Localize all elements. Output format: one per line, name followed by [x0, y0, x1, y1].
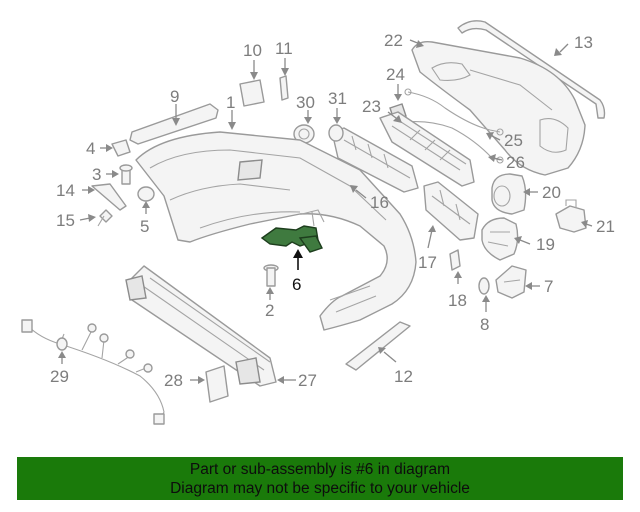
callout-22: 22	[384, 31, 403, 50]
part-info-banner: Part or sub-assembly is #6 in diagram Di…	[17, 457, 623, 500]
callout-27: 27	[298, 371, 317, 390]
callout-8: 8	[480, 315, 489, 334]
callout-7: 7	[544, 277, 553, 296]
part-10-plate	[239, 79, 265, 107]
part-5-grommet	[137, 186, 155, 202]
callout-31: 31	[328, 89, 347, 108]
callout-23: 23	[362, 97, 381, 116]
leader-lines	[58, 39, 593, 384]
part-8-grommet	[478, 277, 490, 295]
callout-4: 4	[86, 139, 95, 158]
part-11-strip	[279, 75, 289, 101]
callout-3: 3	[92, 165, 101, 184]
callout-29: 29	[50, 367, 69, 386]
part-6-bracket-highlighted	[260, 209, 325, 253]
callout-1: 1	[226, 93, 235, 112]
part-7-bracket	[495, 265, 527, 299]
callout-21: 21	[596, 217, 615, 236]
callout-17: 17	[418, 253, 437, 272]
callout-18: 18	[448, 291, 467, 310]
part-31-ring	[328, 124, 344, 142]
part-9-strip	[129, 103, 219, 145]
part-1-bumper-cover	[135, 131, 417, 331]
part-3-screw	[119, 164, 133, 185]
part-4-clip	[111, 139, 131, 157]
part-12-lower-trim	[345, 321, 411, 371]
callout-20: 20	[542, 183, 561, 202]
part-21-sensor	[555, 199, 587, 233]
callout-25: 25	[504, 131, 523, 150]
callout-16: 16	[370, 193, 389, 212]
part-16-reinforcement	[331, 127, 419, 193]
part-26-wire	[405, 121, 504, 164]
banner-line-1: Part or sub-assembly is #6 in diagram	[189, 461, 451, 478]
part-15-bolt	[97, 209, 113, 227]
part-29-harness	[21, 319, 165, 425]
part-18-clip	[449, 249, 461, 271]
callout-30: 30	[296, 93, 315, 112]
part-14-strip	[91, 183, 127, 211]
part-28-plate	[205, 365, 229, 403]
callout-12: 12	[394, 367, 413, 386]
part-20-tailpipe	[491, 173, 527, 215]
callout-6-highlighted: 6	[292, 275, 301, 294]
part-27-crossmember	[125, 265, 277, 387]
parts-diagram: 1 2 3 4 5 6 7 8 9 10 11 12 13 14 15 16 1…	[21, 20, 615, 425]
callout-numbers: 1 2 3 4 5 6 7 8 9 10 11 12 13 14 15 16 1…	[50, 31, 615, 390]
callout-10: 10	[243, 41, 262, 60]
part-23-absorber	[379, 111, 475, 187]
callout-9: 9	[170, 87, 179, 106]
callout-24: 24	[386, 65, 405, 84]
callout-15: 15	[56, 211, 75, 230]
callout-2: 2	[265, 301, 274, 320]
part-2-bolt	[263, 264, 279, 287]
part-22-diffuser	[411, 40, 586, 176]
part-30-sensor	[293, 124, 315, 144]
part-13-trim-strip	[457, 20, 606, 119]
callout-19: 19	[536, 235, 555, 254]
part-17-absorber	[423, 181, 479, 241]
callout-11: 11	[275, 39, 293, 58]
callout-13: 13	[574, 33, 593, 52]
callout-5: 5	[140, 217, 149, 236]
callout-28: 28	[164, 371, 183, 390]
callout-26: 26	[506, 153, 525, 172]
callout-14: 14	[56, 181, 75, 200]
banner-line-2: Diagram may not be specific to your vehi…	[170, 480, 470, 497]
part-25-wire	[404, 88, 504, 136]
part-19-liner	[481, 217, 519, 261]
